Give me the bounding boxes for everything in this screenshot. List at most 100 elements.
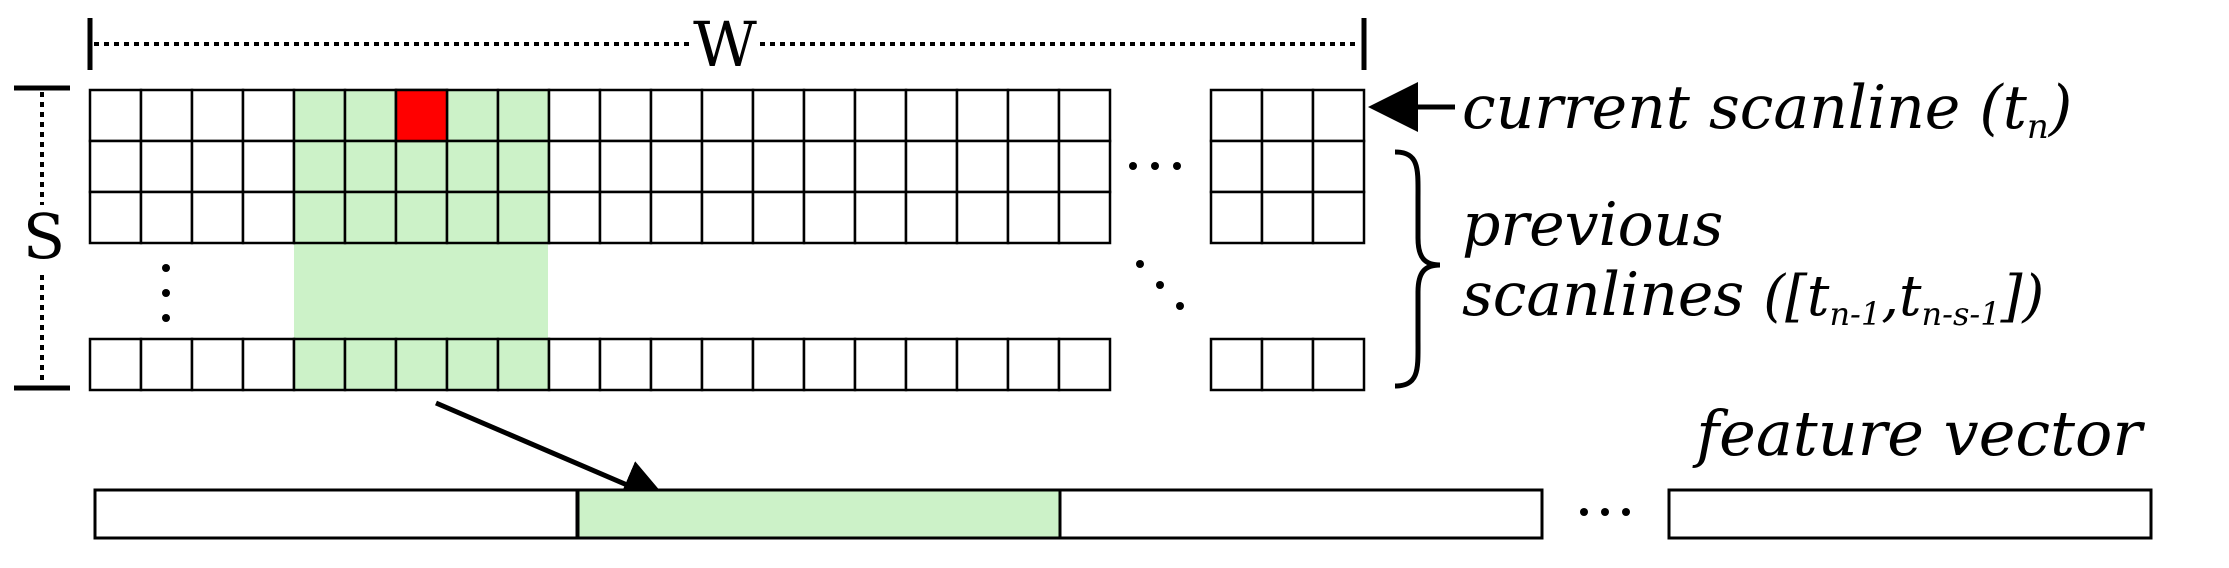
grid-cell bbox=[88, 88, 143, 143]
grid-cell bbox=[241, 139, 296, 194]
grid-cell bbox=[1209, 190, 1264, 245]
grid-cell bbox=[547, 190, 602, 245]
grid-cell bbox=[292, 190, 347, 245]
grid-cell bbox=[802, 139, 857, 194]
grid-cell bbox=[1260, 190, 1315, 245]
feature-vector-segment bbox=[576, 488, 1062, 540]
grid-cell bbox=[598, 190, 653, 245]
previous-scanlines-label-line2: scanlines ([tn-1,tn-s-1]) bbox=[1462, 260, 2044, 333]
grid-cell bbox=[700, 190, 755, 245]
grid-cell bbox=[139, 337, 194, 392]
vertical-ellipsis bbox=[162, 264, 170, 322]
grid-cell bbox=[1260, 88, 1315, 143]
window-to-feature-arrow bbox=[435, 400, 672, 508]
grid-cell bbox=[1209, 139, 1264, 194]
grid-cell bbox=[394, 139, 449, 194]
grid-cell bbox=[649, 139, 704, 194]
grid-cell bbox=[853, 139, 908, 194]
grid-cell bbox=[292, 88, 347, 143]
grid-cell bbox=[139, 190, 194, 245]
grid-cell bbox=[700, 139, 755, 194]
previous-scanlines-label-line1: previous bbox=[1462, 190, 1723, 260]
width-label: W bbox=[693, 8, 757, 81]
grid-cell bbox=[1057, 88, 1112, 143]
grid-cell bbox=[904, 139, 959, 194]
grid-cell bbox=[853, 88, 908, 143]
grid-cell bbox=[700, 337, 755, 392]
current-pixel bbox=[394, 88, 449, 143]
grid-cell bbox=[1006, 88, 1061, 143]
grid-cell bbox=[292, 139, 347, 194]
grid-cell bbox=[853, 337, 908, 392]
grid-cell bbox=[190, 139, 245, 194]
grid-cell bbox=[955, 139, 1010, 194]
current-scanline-label: current scanline (tn) bbox=[1462, 73, 2072, 147]
grid-cell bbox=[1209, 337, 1264, 392]
grid-cell bbox=[343, 190, 398, 245]
diagonal-ellipsis bbox=[1136, 260, 1184, 310]
grid-cell bbox=[496, 88, 551, 143]
grid-cell bbox=[445, 337, 500, 392]
height-dimension bbox=[14, 85, 70, 391]
grid-cell bbox=[1311, 190, 1366, 245]
feature-vector-ellipsis bbox=[1580, 508, 1630, 516]
grid-cell bbox=[496, 337, 551, 392]
feature-vector-segment bbox=[1667, 488, 2153, 540]
grid-cell bbox=[598, 88, 653, 143]
grid-cell bbox=[496, 139, 551, 194]
grid-cell bbox=[139, 139, 194, 194]
grid-cell bbox=[598, 337, 653, 392]
feature-vector-label: feature vector bbox=[1692, 397, 2145, 470]
grid-cell bbox=[190, 190, 245, 245]
grid-cell bbox=[853, 190, 908, 245]
grid-cell bbox=[649, 88, 704, 143]
grid-cell bbox=[1260, 337, 1315, 392]
grid-cell bbox=[547, 337, 602, 392]
grid-cell bbox=[343, 337, 398, 392]
grid-cell bbox=[751, 88, 806, 143]
grid-cell bbox=[1006, 190, 1061, 245]
width-dimension bbox=[87, 18, 1367, 70]
grid-cell bbox=[190, 88, 245, 143]
grid-cell bbox=[1057, 139, 1112, 194]
grid-cell bbox=[292, 337, 347, 392]
grid-cell bbox=[649, 337, 704, 392]
horizontal-ellipsis bbox=[1129, 162, 1181, 170]
grid-cell bbox=[88, 190, 143, 245]
grid-cell bbox=[700, 88, 755, 143]
grid-cell bbox=[88, 139, 143, 194]
grid-cell bbox=[598, 139, 653, 194]
grid-cell bbox=[394, 190, 449, 245]
grid-cell bbox=[1006, 337, 1061, 392]
grid-cell bbox=[445, 139, 500, 194]
grid-cell bbox=[343, 139, 398, 194]
feature-vector-segment bbox=[93, 488, 579, 540]
grid-cell bbox=[241, 88, 296, 143]
grid-cell bbox=[1209, 88, 1264, 143]
grid-cell bbox=[88, 337, 143, 392]
grid-cell bbox=[445, 190, 500, 245]
grid-cell bbox=[343, 88, 398, 143]
pixel-grid bbox=[88, 88, 1366, 392]
previous-scanlines-brace bbox=[1394, 149, 1441, 389]
grid-cell bbox=[955, 337, 1010, 392]
grid-cell bbox=[241, 190, 296, 245]
grid-cell bbox=[547, 139, 602, 194]
grid-cell bbox=[904, 88, 959, 143]
grid-cell bbox=[394, 337, 449, 392]
grid-cell bbox=[751, 139, 806, 194]
grid-cell bbox=[1260, 139, 1315, 194]
grid-cell bbox=[802, 88, 857, 143]
grid-cell bbox=[190, 337, 245, 392]
grid-cell bbox=[955, 88, 1010, 143]
grid-cell bbox=[1057, 337, 1112, 392]
grid-cell bbox=[241, 337, 296, 392]
grid-cell bbox=[955, 190, 1010, 245]
grid-cell bbox=[802, 190, 857, 245]
grid-cell bbox=[139, 88, 194, 143]
grid-cell bbox=[1006, 139, 1061, 194]
feature-vector-segment bbox=[1058, 488, 1544, 540]
grid-cell bbox=[802, 337, 857, 392]
height-label: S bbox=[23, 200, 65, 273]
